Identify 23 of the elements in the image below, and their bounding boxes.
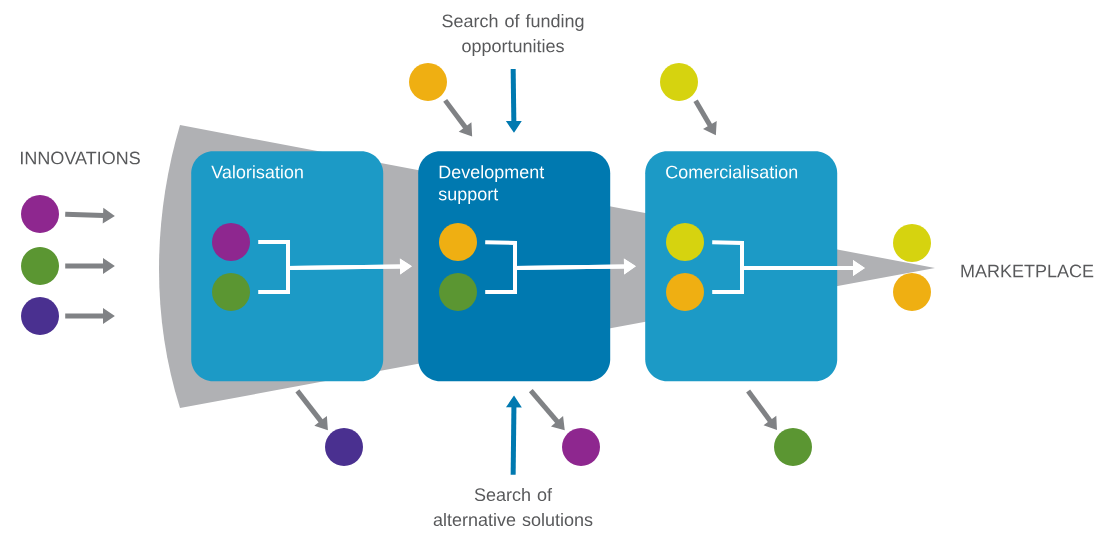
stage-box: Valorisation xyxy=(191,151,384,382)
search-label: Search of alternative solutions xyxy=(433,487,593,527)
dot xyxy=(21,195,59,233)
dot xyxy=(21,297,59,335)
dot xyxy=(774,428,812,466)
dot xyxy=(893,273,931,311)
dot xyxy=(660,63,698,101)
dot xyxy=(212,273,250,311)
stage-box: Comercialisation xyxy=(645,151,838,382)
dot xyxy=(212,223,250,261)
dot xyxy=(893,224,931,262)
dot xyxy=(562,428,600,466)
search-label: Search of funding opportunities xyxy=(442,14,584,56)
dot xyxy=(666,223,704,261)
dot xyxy=(409,63,447,101)
side-label: MARKETPLACE xyxy=(961,264,1094,278)
dot xyxy=(21,247,59,285)
dot xyxy=(666,273,704,311)
stage-box: Development support xyxy=(418,151,611,382)
side-label: INNOVATIONS xyxy=(21,151,140,165)
dot xyxy=(439,223,477,261)
dot xyxy=(325,428,363,466)
dot xyxy=(439,273,477,311)
